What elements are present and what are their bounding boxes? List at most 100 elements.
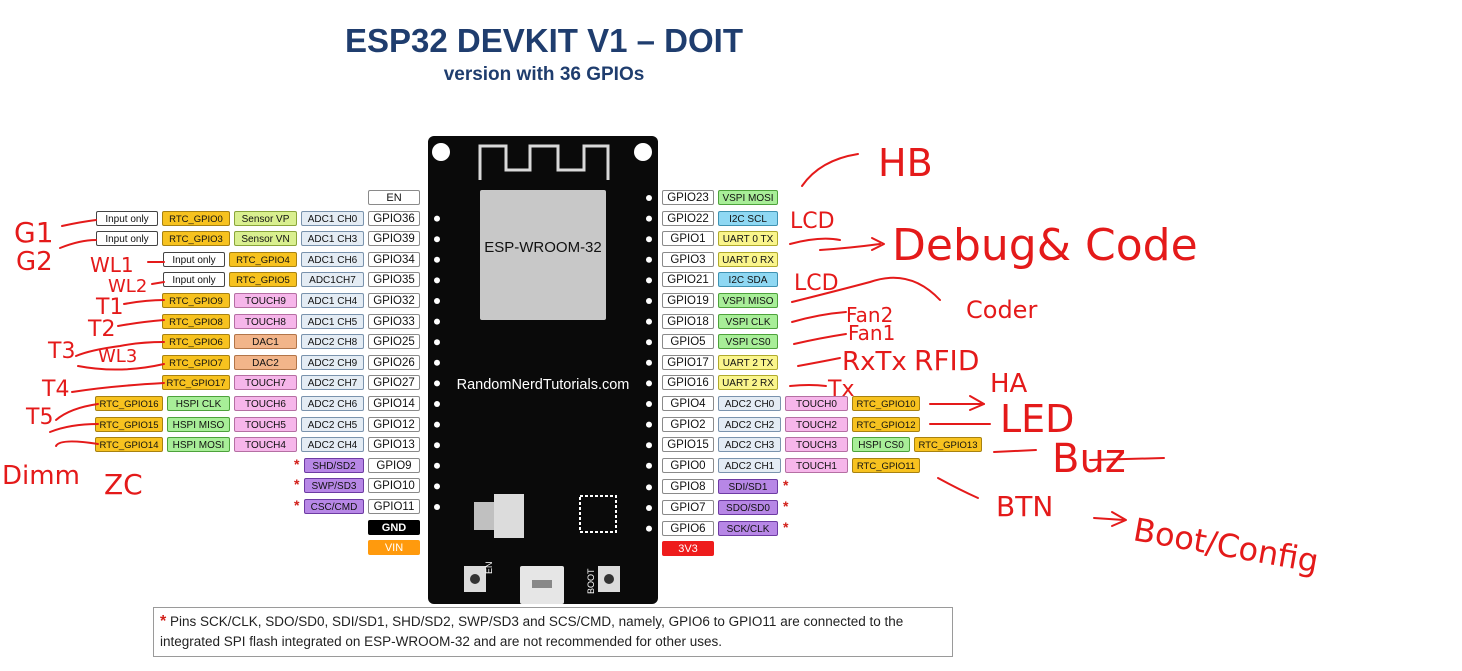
pin-gpio14: GPIO14 (368, 396, 420, 411)
pin-function-label: RTC_GPIO0 (162, 210, 230, 226)
pin-dot (646, 421, 652, 428)
pin-gpio35: GPIO35 (368, 272, 420, 288)
pin-function-label: TOUCH5 (234, 416, 297, 432)
pin-function-label: I2C SCL (718, 210, 778, 226)
pin-function-label: TOUCH9 (234, 293, 297, 308)
pin-dot (646, 236, 652, 243)
pin-function-label: VSPI CS0 (718, 334, 778, 350)
pin-function-label: HSPI MOSI (167, 437, 230, 453)
pin-function-label: SCK/CLK (718, 520, 778, 536)
pin-function-label: UART 0 RX (718, 251, 778, 267)
pin-function-label: ADC1 CH5 (301, 313, 364, 329)
note-t4: T4 (41, 377, 69, 402)
note-coder: Coder (966, 296, 1037, 324)
pin-gpio12: GPIO12 (368, 416, 420, 432)
pin-function-label: ADC2 CH7 (301, 375, 364, 391)
pin-gpio16: GPIO16 (662, 375, 714, 391)
pin-gpio39: GPIO39 (368, 231, 420, 247)
pin-function-label: Sensor VP (234, 210, 297, 226)
pin-dot (646, 339, 652, 346)
pin-function-label: RTC_GPIO3 (162, 231, 230, 247)
note-t2: T2 (87, 317, 115, 342)
pin-function-label: TOUCH3 (785, 437, 848, 453)
pin-gpio15: GPIO15 (662, 437, 714, 453)
pin-function-label: Input only (96, 231, 158, 247)
pin-function-label: TOUCH1 (785, 457, 848, 473)
pin-dot (434, 483, 440, 490)
pin-function-label: VSPI MOSI (718, 190, 778, 205)
pin-dot (646, 215, 652, 222)
pin-gpio1: GPIO1 (662, 231, 714, 247)
note-btn: BTN (996, 490, 1053, 523)
pin-gpio22: GPIO22 (662, 210, 714, 226)
note-wl2: WL2 (108, 276, 147, 297)
note-tx: Tx (827, 377, 854, 402)
pin-dot (434, 401, 440, 407)
pin-dot (434, 236, 440, 243)
note-zc: ZC (104, 468, 143, 501)
pin-dot (646, 318, 652, 325)
pin-gpio36: GPIO36 (368, 210, 420, 226)
pin-function-label: RTC_GPIO13 (914, 437, 982, 453)
regulator-body (494, 494, 524, 538)
pin-dot (646, 505, 652, 511)
pin-function-label: SDI/SD1 (718, 479, 778, 495)
note-boot-config: Boot/Config (1131, 510, 1322, 580)
pin-function-label: UART 2 RX (718, 375, 778, 391)
pin-dot (434, 462, 440, 469)
footnote-star: * (160, 613, 167, 630)
pin-function-label: RTC_GPIO12 (852, 416, 920, 432)
pin-gpio2: GPIO2 (662, 416, 714, 432)
pin-dot (434, 277, 440, 284)
mount-hole-icon (634, 143, 652, 161)
pin-dot (434, 298, 440, 304)
note-g2: G2 (16, 247, 53, 277)
pin-dot (434, 359, 440, 366)
note-t3: T3 (47, 339, 75, 364)
pin-function-label: VSPI CLK (718, 313, 778, 329)
note-debug-code: Debug& Code (892, 220, 1198, 271)
pin-vin: VIN (368, 540, 420, 556)
pin-gpio9: GPIO9 (368, 457, 420, 473)
pin-function-label: TOUCH6 (234, 396, 297, 411)
pin-gpio13: GPIO13 (368, 437, 420, 453)
pin-function-label: RTC_GPIO4 (229, 251, 297, 267)
pin-dot (434, 339, 440, 346)
note-ha: HA (990, 369, 1028, 399)
pin-gpio21: GPIO21 (662, 272, 714, 288)
pin-gpio26: GPIO26 (368, 354, 420, 370)
pin-function-label: ADC1CH7 (301, 272, 364, 288)
pin-function-label: RTC_GPIO5 (229, 272, 297, 288)
pin-function-label: ADC2 CH1 (718, 457, 781, 473)
pin-function-label: ADC2 CH4 (301, 437, 364, 453)
site-label: RandomNerdTutorials.com (456, 377, 630, 393)
note-g1: G1 (14, 216, 54, 249)
pin-function-label: ADC2 CH5 (301, 416, 364, 432)
pin-gpio0: GPIO0 (662, 457, 714, 473)
board-art (432, 143, 652, 604)
pin-function-label: ADC2 CH6 (301, 396, 364, 411)
pin-function-label: RTC_GPIO16 (95, 396, 163, 411)
flash-pin-star: * (294, 476, 300, 493)
pin-function-label: Input only (163, 251, 225, 267)
pin-dot (646, 442, 652, 449)
pin-function-label: TOUCH4 (234, 437, 297, 453)
pin-gpio18: GPIO18 (662, 313, 714, 329)
pin-function-label: ADC1 CH0 (301, 210, 364, 226)
pin-dot (646, 298, 652, 304)
pin-function-label: SHD/SD2 (304, 457, 364, 473)
note-fan2: Fan2 (846, 303, 893, 327)
pin-function-label: I2C SDA (718, 272, 778, 288)
note-t1: T1 (95, 295, 123, 320)
pin-dot (434, 215, 440, 222)
module-shield (480, 190, 606, 320)
pin-function-label: RTC_GPIO7 (162, 354, 230, 370)
pin-function-label: ADC2 CH9 (301, 354, 364, 370)
page-subtitle: version with 36 GPIOs (443, 64, 645, 85)
pin-dot (646, 380, 652, 387)
pin-gpio25: GPIO25 (368, 334, 420, 350)
mount-hole-icon (432, 143, 450, 161)
footnote-text: Pins SCK/CLK, SDO/SD0, SDI/SD1, SHD/SD2,… (160, 614, 904, 649)
pin-function-label: SDO/SD0 (718, 500, 778, 515)
pin-function-label: ADC2 CH3 (718, 437, 781, 453)
